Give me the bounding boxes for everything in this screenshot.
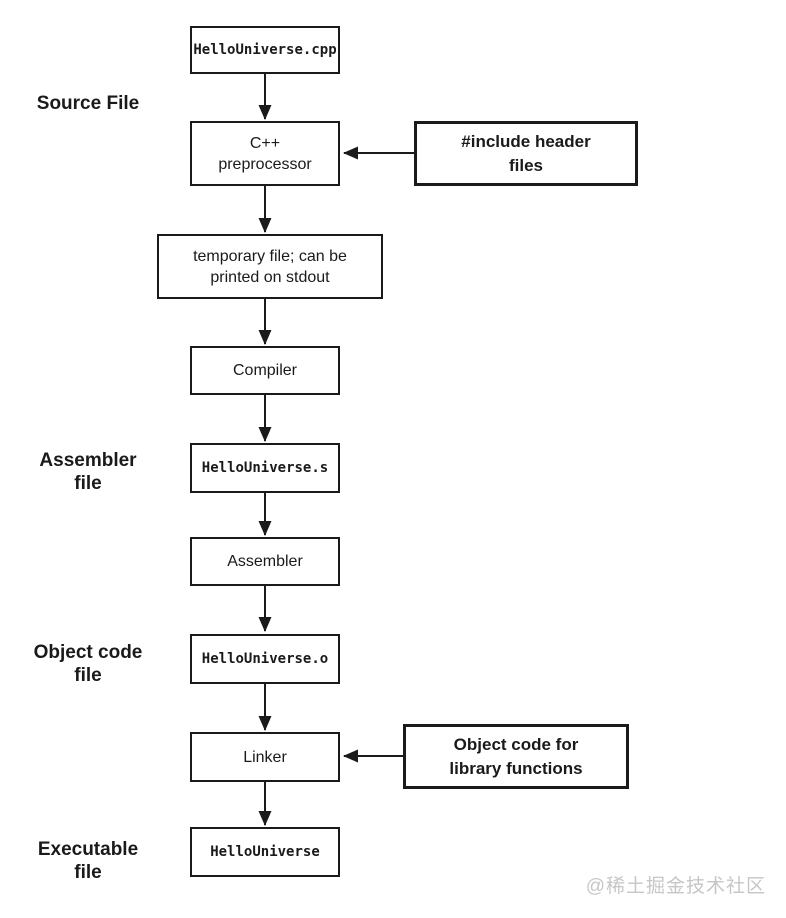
node-object-file: HelloUniverse.o xyxy=(190,634,340,684)
node-include-header-files: #include header files xyxy=(414,121,638,186)
node-object-code-library: Object code for library functions xyxy=(403,724,629,789)
node-assembler: Assembler xyxy=(190,537,340,586)
node-compiler: Compiler xyxy=(190,346,340,395)
node-assembly-file: HelloUniverse.s xyxy=(190,443,340,493)
node-linker: Linker xyxy=(190,732,340,782)
node-executable-file: HelloUniverse xyxy=(190,827,340,877)
stage-label-source-file: Source File xyxy=(36,93,140,114)
watermark: @稀土掘金技术社区 xyxy=(585,876,766,897)
stage-label-assembler-file: Assembler file xyxy=(39,450,137,494)
node-temporary-file: temporary file; can be printed on stdout xyxy=(157,234,383,299)
stage-label-object-code-file: Object code file xyxy=(33,642,143,686)
node-source-cpp-file: HelloUniverse.cpp xyxy=(190,26,340,74)
node-cpp-preprocessor: C++ preprocessor xyxy=(190,121,340,186)
stage-label-executable-file: Executable file xyxy=(37,839,139,883)
